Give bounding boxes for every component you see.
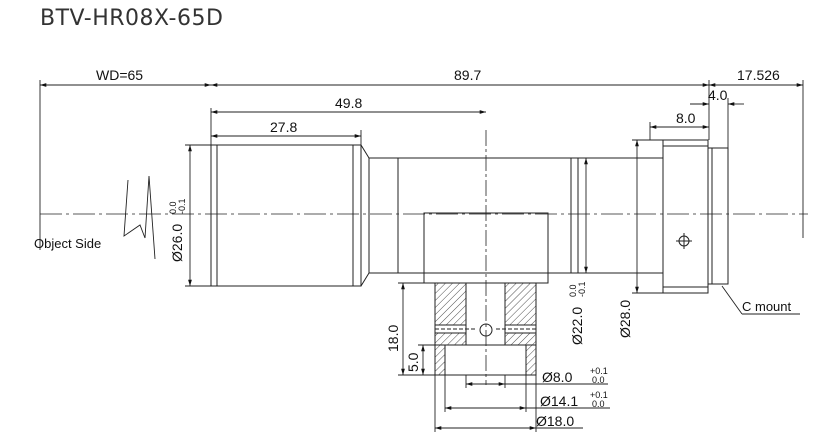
drawing-title: BTV-HR08X-65D bbox=[40, 6, 224, 31]
total-length-label: 89.7 bbox=[454, 67, 481, 83]
rear-mount bbox=[662, 139, 729, 294]
phi-28-label: Ø28.0 bbox=[617, 300, 633, 338]
dim-4-0: 4.0 bbox=[708, 87, 728, 103]
dim-8-0: 8.0 bbox=[676, 110, 696, 126]
phi-26-tol-dn: -0.1 bbox=[177, 198, 187, 214]
break-symbol bbox=[123, 175, 156, 260]
dimension-lines bbox=[39, 80, 804, 432]
phi-8-tol-dn: 0.0 bbox=[592, 375, 605, 385]
phi-14-tol-dn: 0.0 bbox=[592, 399, 605, 409]
height-5-label: 5.0 bbox=[405, 352, 421, 372]
wd-label: WD=65 bbox=[96, 67, 143, 83]
dim-49-8: 49.8 bbox=[335, 95, 362, 111]
phi-22-label: Ø22.0 bbox=[569, 307, 585, 345]
illumination-port bbox=[423, 212, 549, 284]
middle-body bbox=[368, 157, 664, 274]
phi-22-tol-up: 0.0 bbox=[568, 284, 578, 297]
phi-14-label: Ø14.1 bbox=[540, 393, 578, 409]
dim-27-8: 27.8 bbox=[270, 119, 297, 135]
phi-8-tol-up: +0.1 bbox=[590, 366, 608, 376]
light-port-stem bbox=[434, 282, 537, 376]
phi-26-label: Ø26.0 bbox=[169, 224, 185, 262]
object-side-label: Object Side bbox=[34, 236, 101, 251]
phi-18-label: Ø18.0 bbox=[536, 413, 574, 429]
height-18-label: 18.0 bbox=[385, 325, 401, 352]
phi-26-tol-up: 0.0 bbox=[168, 201, 178, 214]
c-mount-label: C mount bbox=[742, 299, 792, 314]
phi-8-label: Ø8.0 bbox=[542, 369, 573, 385]
phi-14-tol-up: +0.1 bbox=[590, 390, 608, 400]
phi-22-tol-dn: -0.1 bbox=[577, 281, 587, 297]
dim-17-526: 17.526 bbox=[737, 67, 780, 83]
front-barrel bbox=[210, 144, 370, 287]
